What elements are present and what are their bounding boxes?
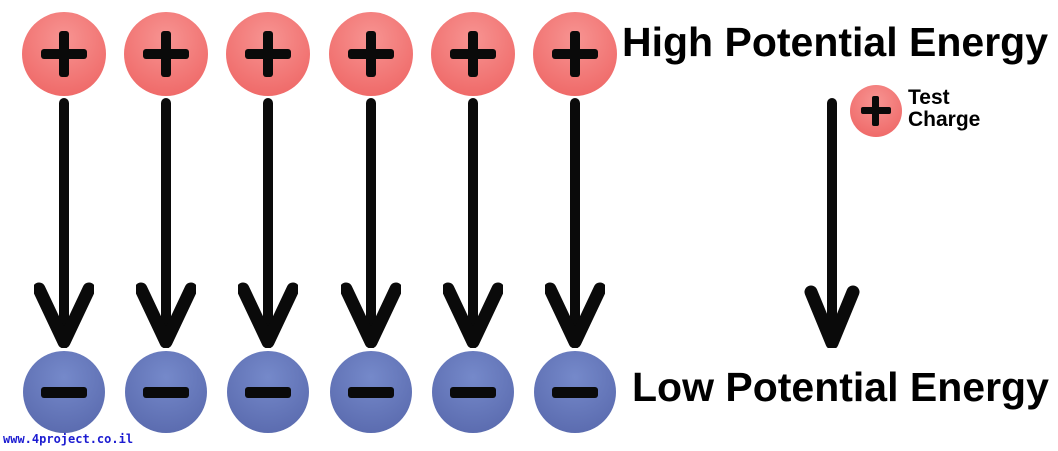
minus-icon bbox=[347, 386, 394, 398]
plus-icon bbox=[347, 31, 394, 77]
test-charge-legend: Test Charge bbox=[850, 85, 1010, 141]
negative-charge bbox=[125, 351, 208, 433]
test-charge-arrow-down-icon bbox=[804, 98, 860, 348]
field-line-column bbox=[124, 0, 209, 451]
negative-charge bbox=[533, 351, 616, 433]
minus-icon bbox=[41, 386, 87, 398]
plus-icon bbox=[449, 31, 496, 77]
minus-icon bbox=[245, 386, 292, 398]
field-line-column bbox=[532, 0, 617, 451]
positive-charge bbox=[226, 12, 311, 96]
negative-charge bbox=[23, 351, 105, 433]
field-arrow-down-icon bbox=[136, 98, 197, 348]
plus-icon bbox=[143, 31, 190, 77]
negative-charge bbox=[329, 351, 412, 433]
low-potential-label: Low Potential Energy bbox=[632, 364, 1049, 410]
field-arrow-down-icon bbox=[340, 98, 401, 348]
plus-icon bbox=[41, 31, 87, 77]
field-arrow-down-icon bbox=[238, 98, 299, 348]
charge-columns bbox=[22, 0, 617, 451]
watermark: www.4project.co.il bbox=[3, 432, 134, 446]
test-charge-circle bbox=[850, 85, 902, 137]
field-line-column bbox=[22, 0, 106, 451]
field-arrow-down-icon bbox=[442, 98, 503, 348]
test-charge-label: Test Charge bbox=[908, 86, 981, 131]
plus-icon bbox=[551, 31, 598, 77]
plus-icon bbox=[245, 31, 292, 77]
positive-charge bbox=[532, 12, 617, 96]
high-potential-label: High Potential Energy bbox=[622, 19, 1048, 65]
field-line-column bbox=[226, 0, 311, 451]
positive-charge bbox=[22, 12, 106, 96]
field-line-column bbox=[328, 0, 413, 451]
positive-charge bbox=[124, 12, 209, 96]
field-arrow-down-icon bbox=[544, 98, 605, 348]
field-arrow-down-icon bbox=[34, 98, 94, 348]
negative-charge bbox=[431, 351, 514, 433]
minus-icon bbox=[551, 386, 598, 398]
field-line-column bbox=[430, 0, 515, 451]
positive-charge bbox=[328, 12, 413, 96]
plus-icon bbox=[861, 96, 891, 126]
positive-charge bbox=[430, 12, 515, 96]
minus-icon bbox=[449, 386, 496, 398]
minus-icon bbox=[143, 386, 190, 398]
negative-charge bbox=[227, 351, 310, 433]
